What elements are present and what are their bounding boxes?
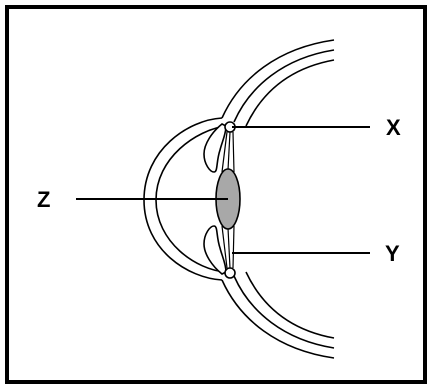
ligament-upper-left <box>221 131 228 173</box>
eyeball-wall-inner <box>245 59 335 127</box>
iris-lower <box>203 225 227 275</box>
ligament-upper-mid <box>227 131 231 171</box>
eyeball-wall <box>221 39 335 359</box>
ligament-upper-right <box>232 131 235 173</box>
eyeball-wall-inner-lower <box>245 271 335 339</box>
label-x: X <box>386 115 401 140</box>
ligament-lower-right <box>232 225 235 269</box>
eyeball-wall-outer <box>221 39 335 119</box>
eyeball-wall-middle-lower <box>233 275 335 349</box>
eyeball-wall-middle <box>233 49 335 123</box>
label-y: Y <box>385 241 400 266</box>
eyeball-wall-outer-lower <box>221 279 335 359</box>
ligament-lower-mid <box>227 227 231 269</box>
iris-upper <box>203 123 227 173</box>
ligament-lower-left <box>221 225 228 269</box>
label-z: Z <box>37 187 50 212</box>
ciliary-body-lower <box>224 267 236 279</box>
suspensory-ligaments <box>221 131 235 269</box>
